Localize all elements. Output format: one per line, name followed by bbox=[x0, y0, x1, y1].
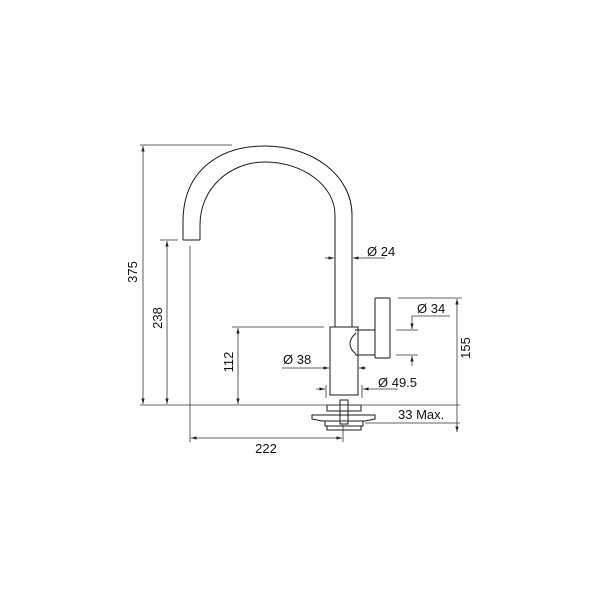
label-222: 222 bbox=[255, 441, 277, 456]
dimension-total-height: 375 bbox=[125, 144, 232, 404]
label-diameter-49-5: Ø 49.5 bbox=[378, 375, 417, 390]
dimension-body-height: 112 bbox=[221, 326, 324, 404]
label-33-max: 33 Max. bbox=[398, 407, 444, 422]
dimension-base-diameter: Ø 49.5 bbox=[316, 375, 417, 398]
faucet-outline bbox=[182, 145, 391, 431]
handle-connector bbox=[349, 329, 376, 356]
faucet-body bbox=[329, 326, 359, 396]
label-diameter-38: Ø 38 bbox=[283, 352, 311, 367]
mounting-base bbox=[311, 399, 376, 431]
dimension-spout-diameter: Ø 24 bbox=[325, 244, 395, 260]
dimension-spout-height: 238 bbox=[150, 239, 178, 404]
dimension-reach: 222 bbox=[189, 246, 344, 456]
label-diameter-24: Ø 24 bbox=[367, 244, 395, 259]
label-238: 238 bbox=[150, 307, 165, 329]
dimension-handle-height: 155 bbox=[398, 297, 473, 432]
spout bbox=[182, 145, 353, 327]
label-112: 112 bbox=[221, 352, 236, 373]
label-375: 375 bbox=[125, 261, 140, 283]
dimension-handle-diameter: Ø 34 bbox=[396, 301, 450, 366]
handle-lever bbox=[374, 297, 391, 359]
label-155: 155 bbox=[458, 337, 473, 359]
dimension-body-diameter: Ø 38 bbox=[282, 352, 366, 370]
label-diameter-34: Ø 34 bbox=[417, 301, 445, 316]
dimension-countertop-thickness: 33 Max. bbox=[365, 407, 460, 424]
